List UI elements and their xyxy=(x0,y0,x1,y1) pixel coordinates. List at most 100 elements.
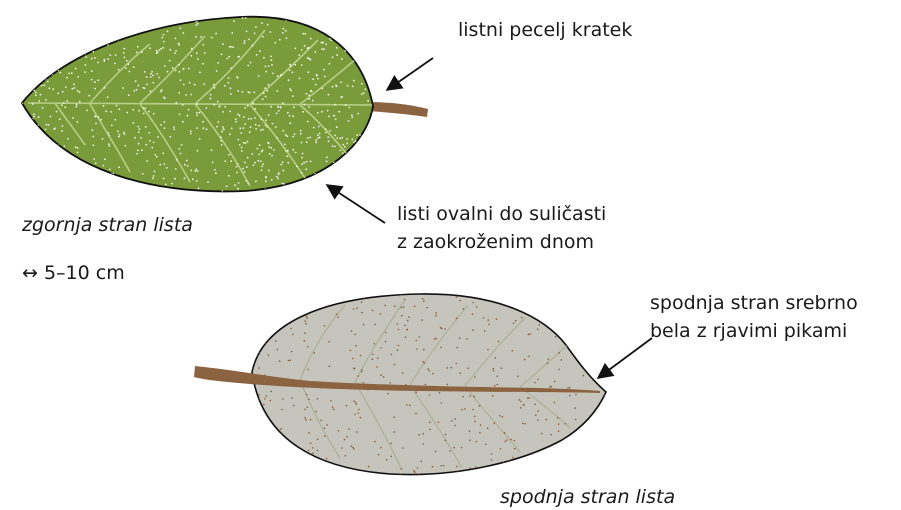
leaf-speckle xyxy=(149,140,151,142)
leaf-speckle xyxy=(358,190,360,192)
leaf-speckle xyxy=(398,345,400,347)
leaf-speckle xyxy=(346,436,348,438)
leaf-speckle xyxy=(237,163,239,165)
leaf-speckle xyxy=(404,325,406,327)
leaf-speckle xyxy=(173,128,175,130)
leaf-speckle xyxy=(167,31,169,33)
leaf-speckle xyxy=(228,77,230,79)
leaf-speckle xyxy=(195,168,197,170)
leaf-speckle xyxy=(283,130,285,132)
leaf-speckle xyxy=(291,351,293,353)
leaf-speckle xyxy=(282,398,284,400)
leaf-speckle xyxy=(83,187,85,189)
leaf-speckle xyxy=(581,326,583,328)
leaf-speckle xyxy=(151,71,153,73)
leaf-speckle xyxy=(212,162,214,164)
leaf-speckle xyxy=(267,24,269,26)
leaf-speckle xyxy=(188,68,190,70)
leaf-speckle xyxy=(271,64,273,66)
leaf-speckle xyxy=(304,409,306,411)
leaf-speckle xyxy=(447,384,449,386)
leaf-speckle xyxy=(463,308,465,310)
leaf-speckle xyxy=(79,101,81,103)
leaf-speckle xyxy=(264,87,266,89)
leaf-speckle xyxy=(314,51,316,53)
leaf-speckle xyxy=(214,87,216,89)
leaf-speckle xyxy=(142,173,144,175)
leaf-speckle xyxy=(104,180,106,182)
leaf-speckle xyxy=(604,433,606,435)
leaf-speckle xyxy=(189,82,191,84)
leaf-speckle xyxy=(579,291,581,293)
leaf-speckle xyxy=(363,324,365,326)
leaf-speckle xyxy=(43,84,45,86)
leaf-speckle xyxy=(295,455,297,457)
leaf-speckle xyxy=(298,78,300,80)
leaf-speckle xyxy=(301,49,303,51)
leaf-speckle xyxy=(308,95,310,97)
leaf-speckle xyxy=(291,397,293,399)
leaf-speckle xyxy=(22,38,24,40)
leaf-speckle xyxy=(210,98,212,100)
leaf-speckle xyxy=(221,53,223,55)
leaf-speckle xyxy=(307,57,309,59)
leaf-speckle xyxy=(83,35,85,37)
leaf-speckle xyxy=(229,14,231,16)
leaf-speckle xyxy=(81,50,83,52)
leaf-speckle xyxy=(163,178,165,180)
leaf-speckle xyxy=(175,102,177,104)
leaf-speckle xyxy=(244,107,246,109)
leaf-speckle xyxy=(321,42,323,44)
leaf-speckle xyxy=(314,18,316,20)
leaf-speckle xyxy=(67,138,69,140)
leaf-speckle xyxy=(146,160,148,162)
leaf-speckle xyxy=(116,22,118,24)
leaf-speckle xyxy=(75,68,77,70)
leaf-speckle xyxy=(317,78,319,80)
leaf-speckle xyxy=(247,91,249,93)
leaf-speckle xyxy=(285,292,287,294)
leaf-speckle xyxy=(204,52,206,54)
leaf-speckle xyxy=(328,116,330,118)
leaf-speckle xyxy=(464,408,466,410)
leaf-speckle xyxy=(138,85,140,87)
leaf-speckle xyxy=(372,54,374,56)
leaf-speckle xyxy=(282,170,284,172)
leaf-speckle xyxy=(338,111,340,113)
leaf-speckle xyxy=(268,354,270,356)
leaf-speckle xyxy=(103,105,105,107)
leaf-speckle xyxy=(156,73,158,75)
leaf-speckle xyxy=(323,48,325,50)
leaf-speckle xyxy=(343,158,345,160)
leaf-speckle xyxy=(491,459,493,461)
leaf-speckle xyxy=(261,22,263,24)
leaf-speckle xyxy=(554,328,556,330)
arrow-petiole xyxy=(387,58,433,90)
leaf-speckle xyxy=(21,108,23,110)
leaf-speckle xyxy=(389,382,391,384)
leaf-speckle xyxy=(50,53,52,55)
leaf-speckle xyxy=(292,115,294,117)
leaf-speckle xyxy=(74,87,76,89)
leaf-speckle xyxy=(89,38,91,40)
leaf-speckle xyxy=(258,367,260,369)
leaf-speckle xyxy=(432,373,434,375)
leaf-speckle xyxy=(266,395,268,397)
leaf-speckle xyxy=(119,16,121,18)
leaf-speckle xyxy=(179,27,181,29)
leaf-speckle xyxy=(95,123,97,125)
leaf-speckle xyxy=(276,90,278,92)
leaf-speckle xyxy=(116,105,118,107)
leaf-speckle xyxy=(241,147,243,149)
leaf-speckle xyxy=(423,349,425,351)
leaf-speckle xyxy=(422,361,424,363)
leaf-speckle xyxy=(91,79,93,81)
leaf-speckle xyxy=(33,34,35,36)
leaf-speckle xyxy=(565,423,567,425)
leaf-speckle xyxy=(316,75,318,77)
leaf-speckle xyxy=(353,190,355,192)
leaf-speckle xyxy=(81,28,83,30)
leaf-speckle xyxy=(25,38,27,40)
leaf-speckle xyxy=(104,59,106,61)
leaf-speckle xyxy=(242,17,244,19)
